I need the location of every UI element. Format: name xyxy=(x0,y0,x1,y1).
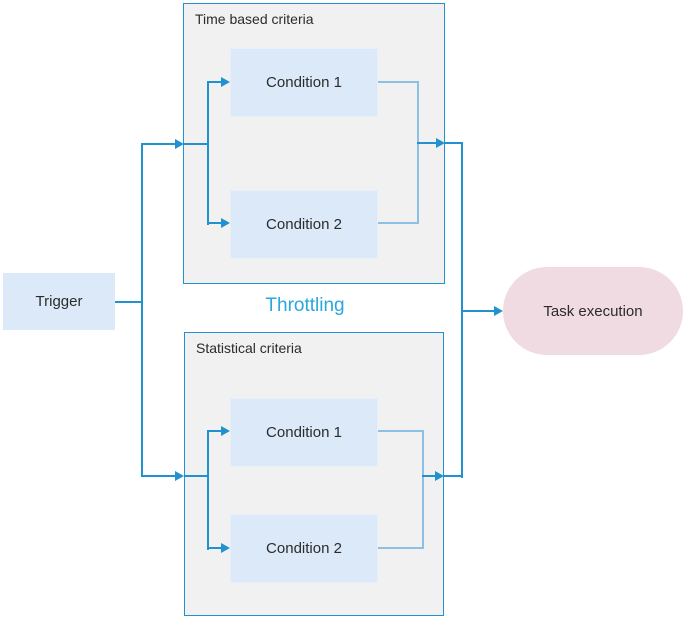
arrowhead-into-time-group-icon xyxy=(175,139,184,149)
arrowhead-time-cond2-icon xyxy=(221,218,230,228)
group-title-statistical-criteria: Statistical criteria xyxy=(196,340,302,356)
arrowhead-time-cond1-icon xyxy=(221,77,230,87)
task-execution-node: Task execution xyxy=(503,267,683,355)
condition-node-time-2: Condition 2 xyxy=(230,190,378,259)
arrowhead-stat-out-icon xyxy=(435,471,444,481)
edge-into-task-execution xyxy=(461,310,494,312)
edge-into-time-group xyxy=(141,143,176,145)
condition-node-stat-1: Condition 1 xyxy=(230,398,378,467)
edge-time-out-continuation xyxy=(444,142,462,144)
edge-time-branch-cond1 xyxy=(207,81,222,83)
condition-node-time-1: Condition 1 xyxy=(230,48,378,117)
edge-stat-cond1-exit xyxy=(378,430,424,432)
arrowhead-stat-cond1-icon xyxy=(221,426,230,436)
group-title-time-based-criteria: Time based criteria xyxy=(195,11,314,27)
arrowhead-stat-cond2-icon xyxy=(221,543,230,553)
edge-time-splitter-vertical xyxy=(207,81,209,225)
edge-stat-entry-inside xyxy=(184,475,209,477)
edge-stat-cond2-exit xyxy=(378,547,424,549)
edge-time-cond1-exit xyxy=(378,81,419,83)
edge-stat-group-out xyxy=(422,475,435,477)
arrowhead-time-out-icon xyxy=(436,138,445,148)
edge-stat-branch-cond2 xyxy=(207,547,222,549)
arrowhead-task-execution-icon xyxy=(494,306,503,316)
edge-time-cond2-exit xyxy=(378,222,419,224)
edge-into-stat-group xyxy=(141,475,176,477)
edge-stat-merge-vertical xyxy=(422,430,424,549)
edge-trigger-out xyxy=(115,301,142,303)
edge-stat-branch-cond1 xyxy=(207,430,222,432)
edge-stat-out-continuation xyxy=(443,475,462,477)
edge-time-merge-vertical xyxy=(417,81,419,224)
throttling-label: Throttling xyxy=(265,295,345,316)
edge-stat-splitter-vertical xyxy=(207,430,209,550)
edge-time-group-out xyxy=(417,142,436,144)
trigger-node: Trigger xyxy=(3,273,115,330)
arrowhead-into-stat-group-icon xyxy=(175,471,184,481)
edge-left-branch-vertical xyxy=(141,143,143,477)
edge-time-branch-cond2 xyxy=(207,222,222,224)
condition-node-stat-2: Condition 2 xyxy=(230,514,378,583)
edge-time-entry-inside xyxy=(183,143,209,145)
